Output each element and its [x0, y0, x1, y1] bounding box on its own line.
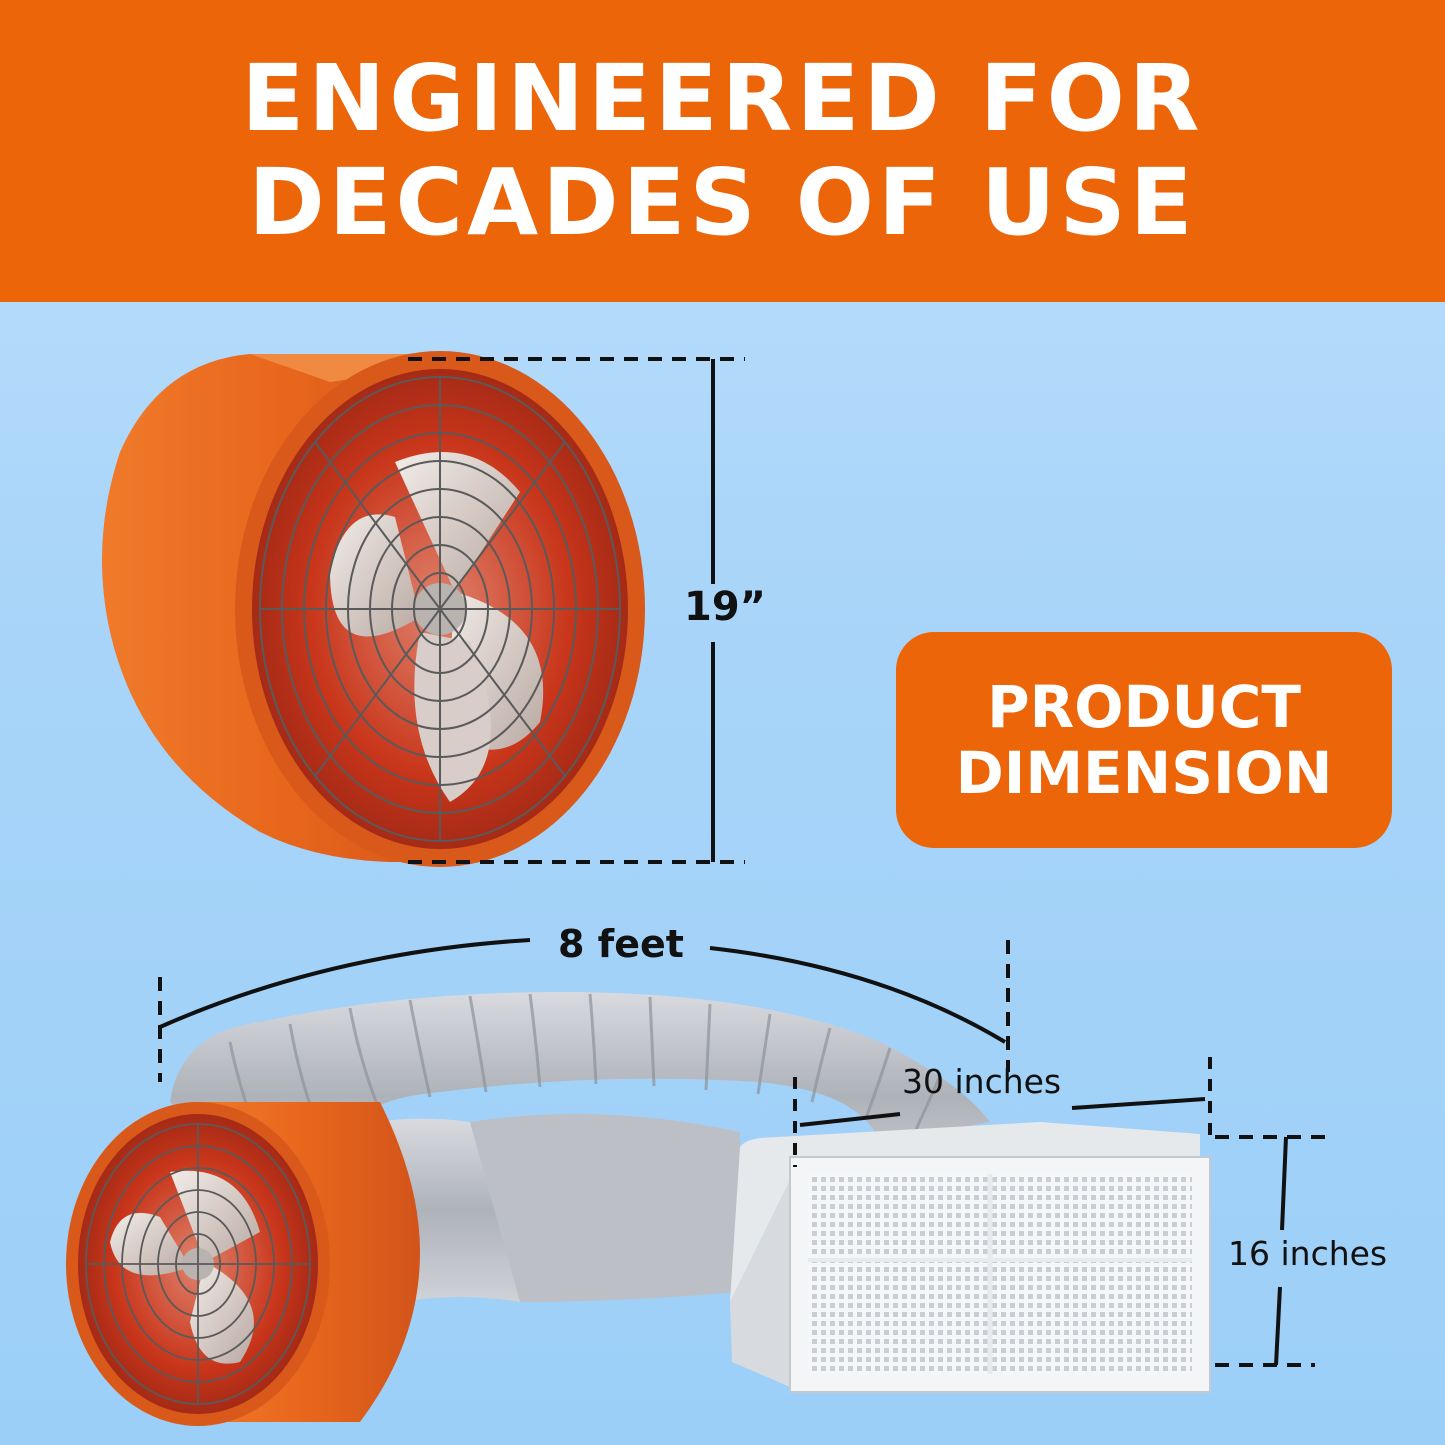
dimension-lines — [158, 357, 1330, 1367]
product-illustration — [66, 351, 1330, 1426]
badge-line-2: DIMENSION — [955, 739, 1333, 807]
badge-line-1: PRODUCT — [987, 673, 1301, 741]
product-dimension-badge: PRODUCT DIMENSION — [896, 632, 1392, 848]
large-fan-image — [102, 351, 645, 867]
duct-length-label: 8 feet — [558, 922, 684, 966]
product-scene: 19” 8 feet 30 inches 16 inches PRODUCT D… — [0, 302, 1445, 1445]
flexible-duct-image — [170, 992, 990, 1302]
grille-height-label: 16 inches — [1228, 1234, 1388, 1273]
headline-line-2: DECADES OF USE — [248, 149, 1197, 256]
small-fan-image — [66, 1102, 420, 1426]
headline-line-1: ENGINEERED FOR — [241, 45, 1204, 152]
return-grille-image — [730, 1122, 1211, 1393]
header-banner: ENGINEERED FOR DECADES OF USE — [0, 0, 1445, 302]
fan-diameter-label: 19” — [684, 584, 766, 630]
grille-width-label: 30 inches — [902, 1062, 1062, 1101]
